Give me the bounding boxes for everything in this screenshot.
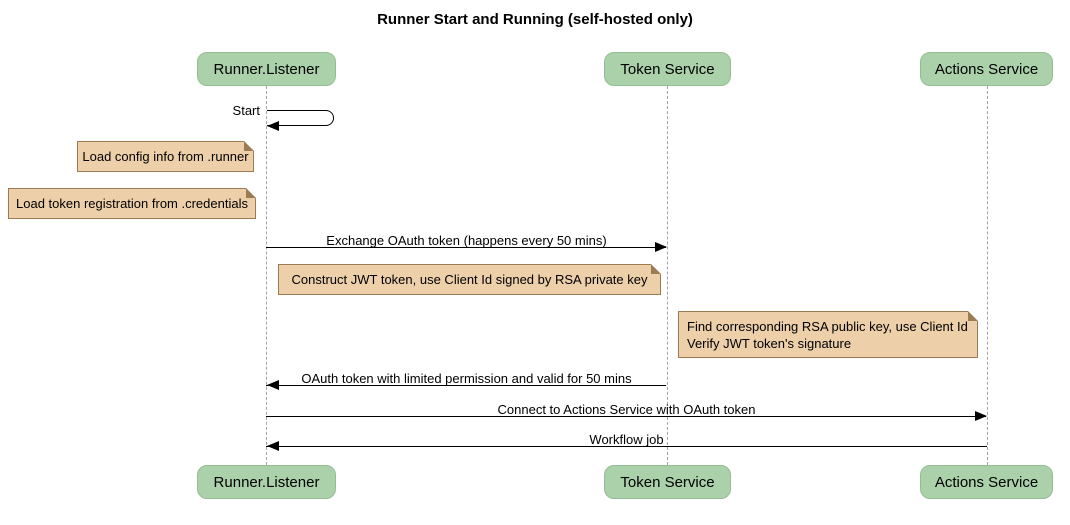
message-connect-label: Connect to Actions Service with OAuth to…: [497, 402, 756, 417]
participant-label: Runner.Listener: [213, 60, 320, 78]
note-text-line1: Find corresponding RSA public key, use C…: [687, 318, 968, 334]
participant-label: Token Service: [620, 473, 715, 491]
lifeline-actions-service: [987, 86, 988, 465]
note-load-config: Load config info from .runner: [77, 141, 254, 172]
message-exchange-line: [266, 247, 666, 248]
lifeline-token-service: [667, 86, 668, 465]
participant-label: Actions Service: [934, 473, 1039, 491]
arrowhead-left-icon: [267, 121, 279, 131]
participant-actions-service-bottom: Actions Service: [920, 465, 1053, 499]
arrowhead-left-icon: [267, 380, 279, 390]
note-text: Construct JWT token, use Client Id signe…: [291, 272, 648, 287]
message-start-label: Start: [232, 103, 260, 118]
note-text: Load token registration from .credential…: [16, 196, 248, 211]
message-oauth-return-label: OAuth token with limited permission and …: [301, 371, 632, 386]
participant-runner-listener-bottom: Runner.Listener: [197, 465, 336, 499]
participant-runner-listener-top: Runner.Listener: [197, 52, 336, 86]
participant-token-service-bottom: Token Service: [604, 465, 731, 499]
diagram-title: Runner Start and Running (self-hosted on…: [377, 11, 693, 28]
participant-actions-service-top: Actions Service: [920, 52, 1053, 86]
message-exchange-label: Exchange OAuth token (happens every 50 m…: [326, 233, 607, 248]
message-oauth-return-line: [266, 385, 666, 386]
message-workflow-line: [266, 446, 987, 447]
message-start-loop: [267, 110, 334, 126]
message-connect-line: [266, 416, 986, 417]
note-text: Load config info from .runner: [82, 149, 249, 164]
message-workflow-label: Workflow job: [589, 432, 664, 447]
note-find-rsa-key: Find corresponding RSA public key, use C…: [678, 311, 978, 358]
arrowhead-left-icon: [267, 441, 279, 451]
participant-label: Actions Service: [934, 60, 1039, 78]
note-construct-jwt: Construct JWT token, use Client Id signe…: [278, 264, 661, 295]
note-text-line2: Verify JWT token's signature: [687, 335, 852, 351]
note-load-token-registration: Load token registration from .credential…: [8, 188, 256, 219]
lifeline-runner-listener: [266, 86, 267, 465]
participant-token-service-top: Token Service: [604, 52, 731, 86]
participant-label: Token Service: [620, 60, 715, 78]
arrowhead-right-icon: [655, 242, 667, 252]
arrowhead-right-icon: [975, 411, 987, 421]
participant-label: Runner.Listener: [213, 473, 320, 491]
